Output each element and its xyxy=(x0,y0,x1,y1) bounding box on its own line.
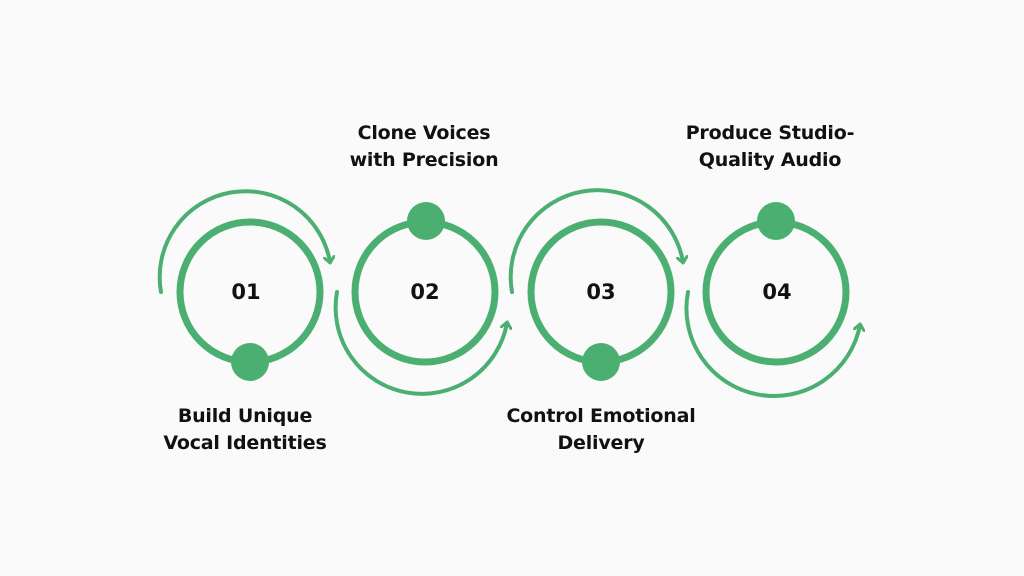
step-4: 04 xyxy=(684,202,860,399)
step-4-dot xyxy=(757,202,795,240)
step-2-arrow xyxy=(333,290,507,396)
step-2-dot xyxy=(407,202,445,240)
step-3-arrow xyxy=(508,188,683,294)
step-1-label: Build Unique Vocal Identities xyxy=(163,405,327,454)
step-2-number: 02 xyxy=(410,280,439,304)
step-1-arrow xyxy=(157,189,330,294)
step-3-dot xyxy=(582,343,620,381)
step-4-label: Produce Studio- Quality Audio xyxy=(685,122,855,171)
step-1-dot xyxy=(231,343,269,381)
step-4-arrow xyxy=(684,290,860,399)
step-2: 02 xyxy=(333,202,507,396)
step-1-number: 01 xyxy=(231,280,260,304)
step-2-label: Clone Voices with Precision xyxy=(349,122,499,171)
step-3-label: Control Emotional Delivery xyxy=(506,405,696,454)
step-1: 01 xyxy=(157,189,330,381)
step-3: 03 xyxy=(508,188,683,381)
step-3-number: 03 xyxy=(586,280,615,304)
step-4-number: 04 xyxy=(762,280,791,304)
